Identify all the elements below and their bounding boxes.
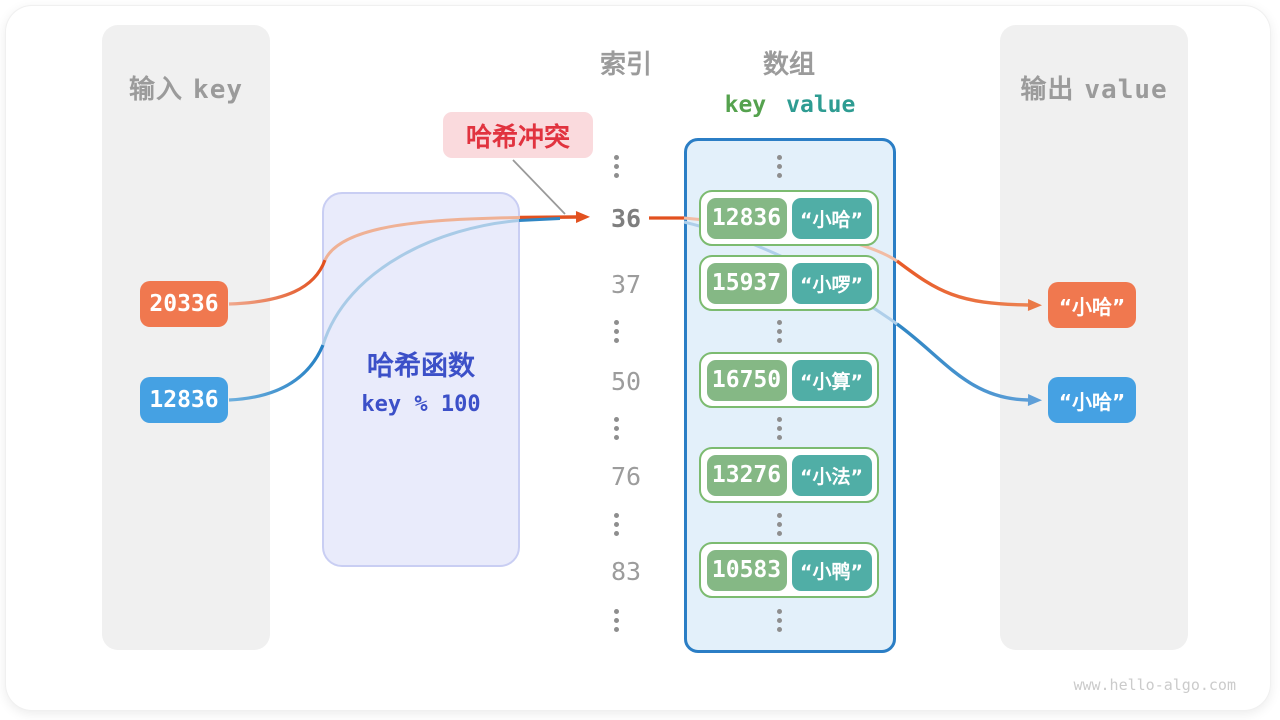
hash-collision-badge: 哈希冲突: [443, 112, 593, 158]
entry-value-cell: “小啰”: [791, 262, 872, 304]
array-entry: 12836 “小哈”: [699, 190, 879, 246]
entry-value-cell: “小法”: [791, 454, 872, 496]
index-value-36: 36: [610, 204, 642, 233]
entry-value-cell: “小鸭”: [791, 549, 872, 591]
ellipsis-icon: [614, 155, 619, 178]
input-title-code: key: [193, 75, 244, 105]
output-panel-title: 输出 value: [1000, 69, 1188, 106]
output-value-chip-orange: “小哈”: [1048, 282, 1136, 328]
output-value-panel: 输出 value: [1000, 25, 1188, 650]
index-value-37: 37: [610, 270, 642, 299]
entry-value-cell: “小哈”: [791, 197, 872, 239]
index-value-76: 76: [610, 462, 642, 491]
entry-key-cell: 12836: [706, 197, 787, 239]
array-entry: 15937 “小啰”: [699, 255, 879, 311]
array-column-header: 数组: [762, 50, 815, 80]
input-title-zh: 输入: [128, 75, 183, 105]
input-key-panel: 输入 key: [102, 25, 270, 650]
ellipsis-icon: [614, 609, 619, 632]
hash-function-box: 哈希函数 key % 100: [322, 192, 520, 567]
array-entry: 10583 “小鸭”: [699, 542, 879, 598]
value-column-label: value: [786, 92, 856, 118]
entry-value-cell: “小算”: [791, 359, 872, 401]
index-column-header: 索引: [599, 50, 652, 80]
key-column-label: key: [724, 92, 767, 118]
input-key-chip-orange: 20336: [140, 281, 228, 327]
watermark: www.hello-algo.com: [1073, 676, 1236, 694]
ellipsis-icon: [614, 417, 619, 440]
ellipsis-icon: [614, 320, 619, 343]
output-title-zh: 输出: [1020, 75, 1075, 105]
hash-function-formula: key % 100: [361, 392, 481, 417]
entry-key-cell: 15937: [706, 262, 787, 304]
ellipsis-icon: [777, 320, 782, 343]
input-panel-title: 输入 key: [102, 69, 270, 106]
array-entry: 13276 “小法”: [699, 447, 879, 503]
index-value-83: 83: [610, 557, 642, 586]
entry-key-cell: 16750: [706, 359, 787, 401]
index-value-50: 50: [610, 367, 642, 396]
ellipsis-icon: [777, 609, 782, 632]
hash-function-name: 哈希函数: [367, 351, 475, 382]
ellipsis-icon: [777, 417, 782, 440]
output-title-code: value: [1084, 75, 1168, 105]
input-key-chip-blue: 12836: [140, 377, 228, 423]
ellipsis-icon: [777, 155, 782, 178]
array-entry: 16750 “小算”: [699, 352, 879, 408]
entry-key-cell: 13276: [706, 454, 787, 496]
ellipsis-icon: [777, 513, 782, 536]
ellipsis-icon: [614, 513, 619, 536]
output-value-chip-blue: “小哈”: [1048, 377, 1136, 423]
key-value-header: key value: [684, 92, 896, 118]
entry-key-cell: 10583: [706, 549, 787, 591]
